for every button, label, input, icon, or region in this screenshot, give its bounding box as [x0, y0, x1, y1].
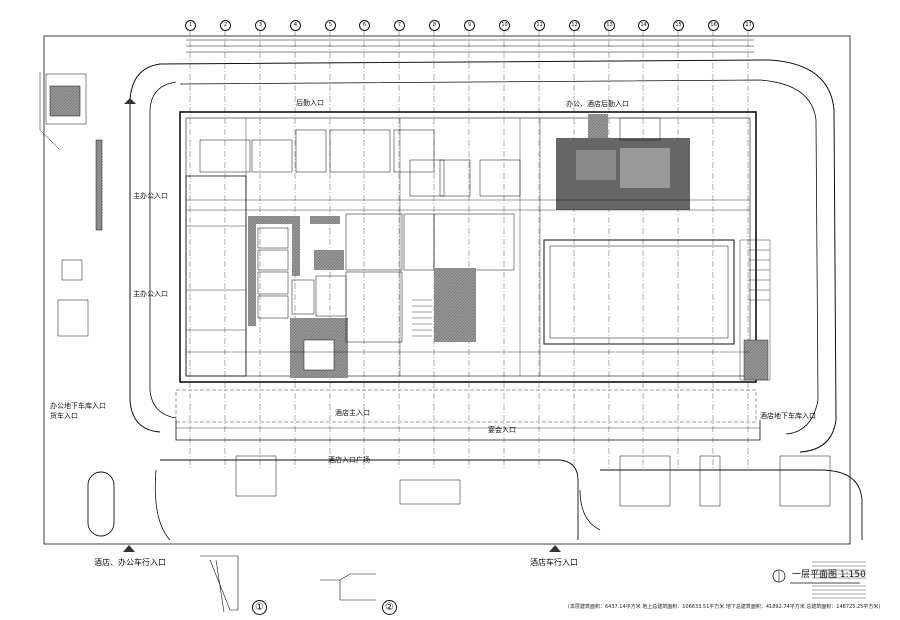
area-statistics: (本层建筑面积：6437.14平方米 地上总建筑面积：106633.51平方米 …	[568, 604, 881, 610]
axis-bubble: 10	[499, 20, 510, 31]
detail-drawings	[200, 555, 376, 613]
axis-bubble: 16	[708, 20, 719, 31]
notes-block	[812, 561, 866, 599]
axis-bubble: 1	[185, 20, 196, 31]
axis-bubble: 14	[638, 20, 649, 31]
label-office-entrance-1: 主办公入口	[133, 192, 168, 200]
label-hotel-main-entrance: 酒店主入口	[335, 409, 370, 417]
axis-bubble: 3	[255, 20, 266, 31]
label-hotel-office-top: 办公、酒店后勤入口	[566, 100, 629, 108]
axis-bubble: 15	[673, 20, 684, 31]
axis-bubble: 8	[429, 20, 440, 31]
road-outer-top-right	[159, 59, 837, 453]
office-lobby	[185, 175, 247, 377]
road-left-outer	[129, 63, 161, 433]
building-outline	[179, 111, 757, 383]
detail-marker-2: ②	[382, 600, 397, 615]
plan-title: 一层平面图 1:150	[792, 570, 866, 580]
detail-marker-1: ①	[252, 600, 267, 615]
axis-bubble: 12	[569, 20, 580, 31]
label-hotel-underground-right: 酒店地下车库入口	[760, 412, 816, 420]
central-stair-hatch	[434, 268, 476, 342]
label-bottom-left-entry: 酒店、办公车行入口	[94, 558, 166, 567]
label-office-underground-1: 办公地下车库入口	[50, 402, 106, 410]
axis-bubble: 5	[325, 20, 336, 31]
grid-axis-lines	[189, 30, 749, 470]
axis-bubble: 7	[394, 20, 405, 31]
drawing-frame	[43, 35, 851, 545]
axis-bubble: 13	[604, 20, 615, 31]
label-office-underground-2: 货车入口	[50, 412, 78, 420]
banquet-hall	[543, 239, 735, 345]
label-service-entrance-top: 后勤入口	[296, 99, 324, 107]
guard-booth	[87, 471, 115, 537]
road-inner-top-right	[179, 79, 819, 435]
label-hotel-plaza-entrance: 酒店入口广场	[328, 456, 370, 464]
label-bottom-right-entry: 酒店车行入口	[530, 558, 578, 567]
axis-bubble: 4	[290, 20, 301, 31]
axis-bubble: 2	[220, 20, 231, 31]
entrance-arrows	[123, 98, 561, 552]
label-office-entrance-2: 主办公入口	[133, 290, 168, 298]
label-banquet-entrance: 宴会入口	[488, 426, 516, 434]
axis-bubble: 9	[464, 20, 475, 31]
axis-bubble: 6	[359, 20, 370, 31]
road-left-inner	[149, 81, 177, 419]
axis-bubble: 17	[743, 20, 754, 31]
axis-bubble: 11	[534, 20, 545, 31]
